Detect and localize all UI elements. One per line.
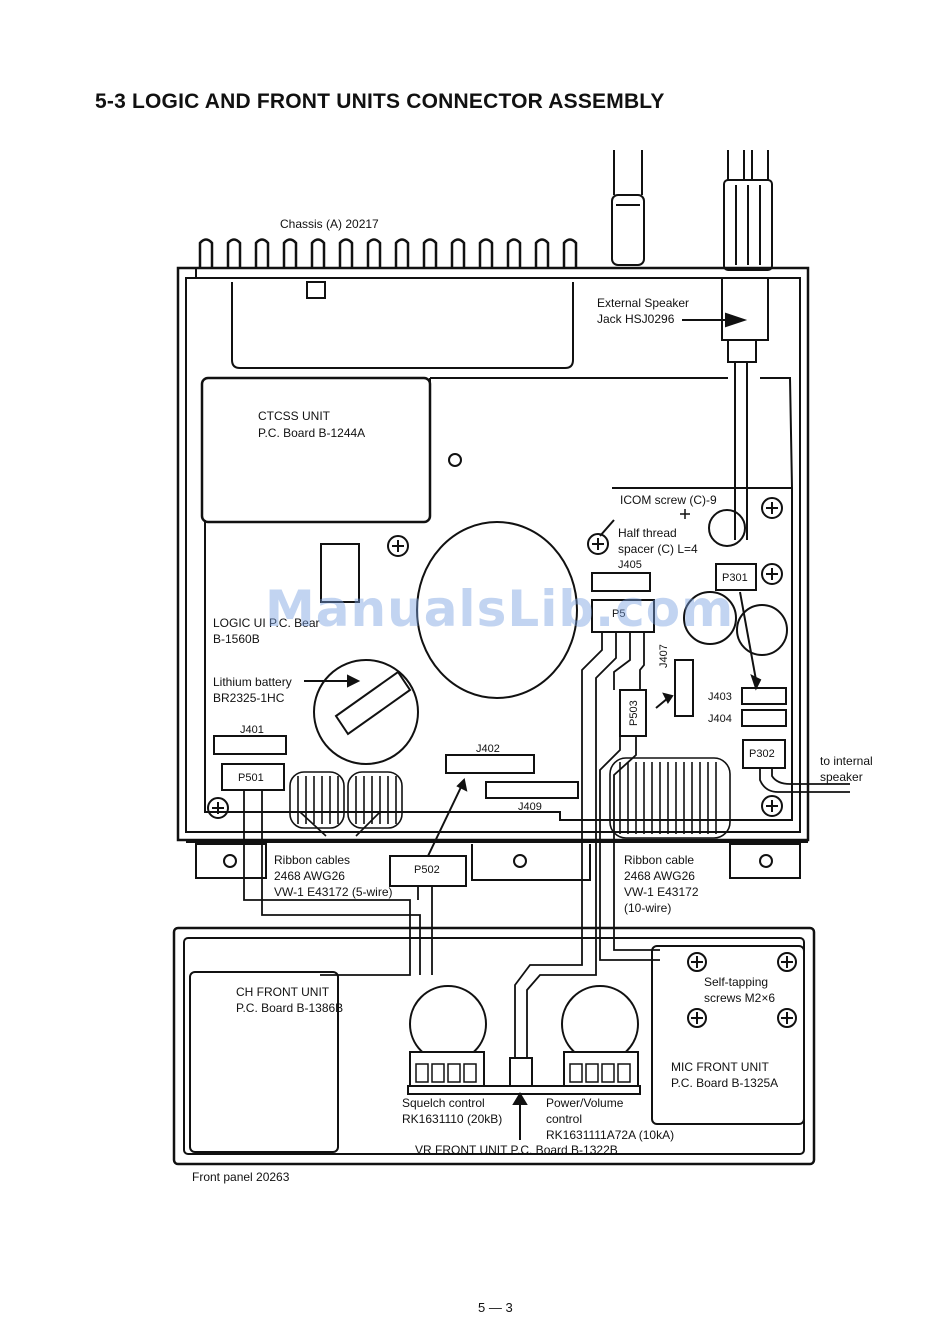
j401-label: J401 <box>240 724 264 736</box>
j405-label: J405 <box>618 559 642 571</box>
j402-label: J402 <box>476 743 500 755</box>
j407-label: J407 <box>658 644 670 668</box>
squelch-control-label: Squelch control <box>402 1096 485 1110</box>
ext-speaker-jack <box>682 277 769 540</box>
chassis-label: Chassis (A) 20217 <box>280 217 379 231</box>
self-tapping-label: Self-tapping <box>704 975 769 989</box>
logic-unit-label: LOGIC UI P.C. Bear <box>213 616 320 630</box>
page-number: 5 — 3 <box>478 1300 513 1315</box>
plus-mark <box>680 509 690 519</box>
ctcss-board <box>200 376 462 524</box>
ctcss-board-label: P.C. Board B-1244A <box>258 426 366 440</box>
chassis-body <box>176 266 810 842</box>
watermark: ManualsLib.com <box>265 580 735 638</box>
ch-front-board-label: P.C. Board B-1386B <box>236 1001 344 1015</box>
screws-size-label: screws M2×6 <box>704 991 776 1005</box>
arrow-j402 <box>427 784 463 857</box>
ext-speaker-jack-label: Jack HSJ0296 <box>597 312 675 326</box>
squelch-part-label: RK1631110 (20kB) <box>402 1112 503 1126</box>
arrow-head <box>456 777 468 792</box>
spacer-circle <box>708 509 746 547</box>
ext-speaker-label: External Speaker <box>597 296 690 310</box>
ctcss-unit-label: CTCSS UNIT <box>258 409 330 423</box>
chassis-fins <box>198 238 578 268</box>
ribbon10-awg-label: 2468 AWG26 <box>624 869 695 883</box>
antenna-cable <box>611 150 645 266</box>
connectors <box>213 563 787 887</box>
ribbon10-wire-label: (10-wire) <box>624 901 672 915</box>
screw-icons <box>207 497 797 1028</box>
p503-label: P503 <box>628 700 640 726</box>
ribbon10-vw-label: VW-1 E43172 <box>624 885 699 899</box>
lithium-battery-label: Lithium battery <box>213 675 292 689</box>
mic-front-unit-label: MIC FRONT UNIT <box>671 1060 769 1074</box>
speaker-circle <box>416 521 578 699</box>
lithium-battery <box>304 659 419 765</box>
arrow-p301 <box>739 591 757 681</box>
speaker-label: speaker <box>820 770 863 784</box>
ribbon-cables-label: Ribbon cables <box>274 853 351 867</box>
chassis-rail <box>186 841 808 881</box>
p50x-label: P5 <box>612 608 626 620</box>
component-block <box>320 543 360 603</box>
arrow-head <box>662 692 674 704</box>
ribbon-vw-label: VW-1 E43172 (5-wire) <box>274 885 393 899</box>
logic-board-label: B-1560B <box>213 632 260 646</box>
ribbon-awg-label: 2468 AWG26 <box>274 869 345 883</box>
p302-label: P302 <box>749 748 775 760</box>
ribbon-cable-label: Ribbon cable <box>624 853 695 867</box>
component-circle <box>736 604 788 656</box>
front-panel-label: Front panel 20263 <box>192 1170 290 1184</box>
power-volume-label: Power/Volume <box>546 1096 624 1110</box>
page-title: 5-3 LOGIC AND FRONT UNITS CONNECTOR ASSE… <box>95 90 665 113</box>
ch-front-unit-label: CH FRONT UNIT <box>236 985 330 999</box>
half-thread-label: Half thread <box>618 526 677 540</box>
j403-label: J403 <box>708 691 732 703</box>
p501-label: P501 <box>238 772 264 784</box>
arrow-head <box>750 674 762 691</box>
power-control-label: control <box>546 1112 583 1126</box>
ribbon-coil-left <box>289 771 403 837</box>
front-panel <box>172 926 816 1166</box>
half-thread-arrow <box>599 519 615 537</box>
cable-routes <box>243 632 850 1060</box>
j404-label: J404 <box>708 713 732 725</box>
battery-model-label: BR2325-1HC <box>213 691 285 705</box>
spacer-label: spacer (C) L=4 <box>618 542 698 556</box>
p502-label: P502 <box>414 864 440 876</box>
vr-front-unit-label: VR FRONT UNIT P.C. Board B-1322B <box>415 1143 618 1157</box>
component-circle <box>683 591 737 645</box>
internal-speaker-label: to internal <box>820 754 873 768</box>
power-cable <box>723 150 773 271</box>
icom-screw-label: ICOM screw (C)-9 <box>620 493 717 507</box>
j409-label: J409 <box>518 801 542 813</box>
ribbon-coil-right <box>609 757 731 839</box>
p301-label: P301 <box>722 572 748 584</box>
mic-front-board-label: P.C. Board B-1325A <box>671 1076 779 1090</box>
power-part-label: RK1631111A72A (10kA) <box>546 1128 675 1142</box>
